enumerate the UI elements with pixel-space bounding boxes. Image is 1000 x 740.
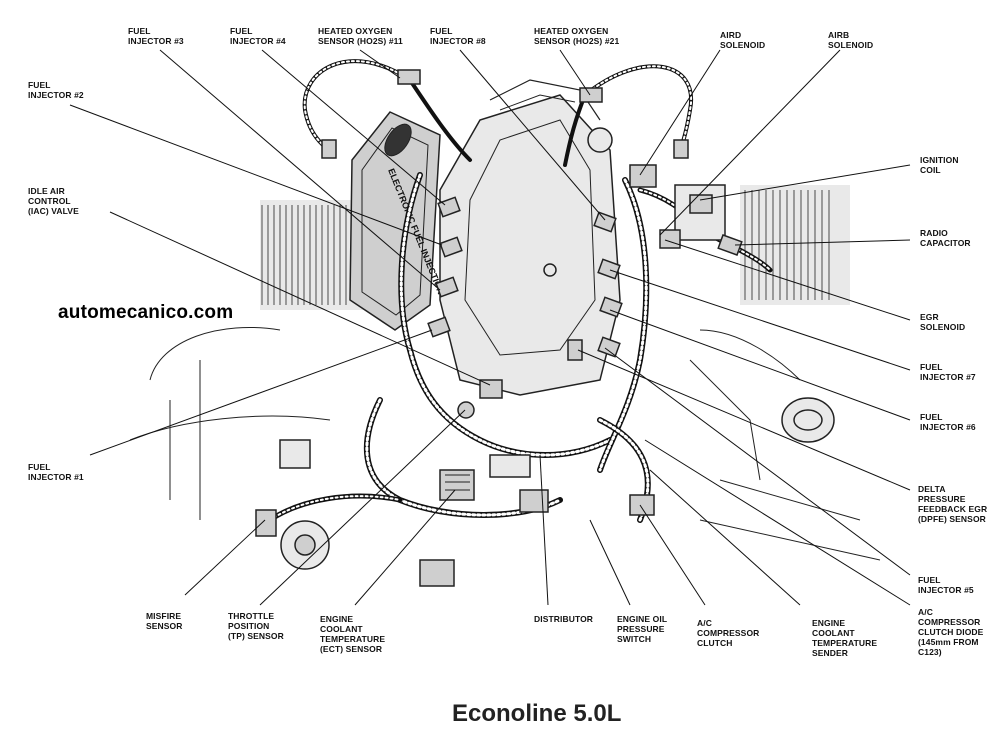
leader-ignition-coil bbox=[699, 164, 911, 201]
leader-distributor bbox=[539, 454, 549, 606]
leader-ho2s-21 bbox=[559, 49, 591, 96]
leader-oil-pressure-switch bbox=[589, 519, 631, 606]
label-ect-sender: ENGINE COOLANT TEMPERATURE SENDER bbox=[812, 618, 878, 658]
label-fuel-injector-7: FUEL INJECTOR #7 bbox=[920, 362, 976, 382]
lower-components bbox=[255, 339, 655, 587]
leader-ac-clutch bbox=[639, 504, 706, 606]
leader-misfire-sensor bbox=[184, 519, 266, 596]
leader-fuel-injector-8 bbox=[459, 49, 606, 221]
label-airb-solenoid: AIRB SOLENOID bbox=[828, 30, 874, 50]
leader-fuel-injector-4 bbox=[261, 49, 446, 206]
diagram-caption: Econoline 5.0L bbox=[452, 700, 622, 727]
label-tp-sensor: THROTTLE POSITION (TP) SENSOR bbox=[228, 611, 284, 641]
leader-fuel-injector-1 bbox=[89, 329, 433, 456]
label-distributor: DISTRIBUTOR bbox=[534, 614, 594, 624]
label-misfire-sensor: MISFIRE SENSOR bbox=[146, 611, 183, 631]
label-iac-valve: IDLE AIR CONTROL (IAC) VALVE bbox=[28, 186, 79, 216]
leader-fuel-injector-3 bbox=[159, 49, 441, 291]
leader-lines bbox=[69, 49, 911, 606]
leader-fuel-injector-6 bbox=[609, 309, 911, 421]
o2-connectors bbox=[321, 69, 689, 159]
label-fuel-injector-8: FUEL INJECTOR #8 bbox=[430, 26, 486, 46]
label-dpfe-sensor: DELTA PRESSURE FEEDBACK EGR (DPFE) SENSO… bbox=[918, 484, 988, 524]
label-fuel-injector-2: FUEL INJECTOR #2 bbox=[28, 80, 84, 100]
wiring-harness bbox=[267, 59, 773, 523]
label-fuel-injector-3: FUEL INJECTOR #3 bbox=[128, 26, 184, 46]
intake-manifold bbox=[439, 79, 621, 396]
label-fuel-injector-6: FUEL INJECTOR #6 bbox=[920, 412, 976, 432]
label-ac-clutch-diode: A/C COMPRESSOR CLUTCH DIODE (145mm FROM … bbox=[918, 607, 984, 657]
label-oil-pressure-switch: ENGINE OIL PRESSURE SWITCH bbox=[617, 614, 668, 644]
label-fuel-injector-5: FUEL INJECTOR #5 bbox=[918, 575, 974, 595]
label-egr-solenoid: EGR SOLENOID bbox=[920, 312, 966, 332]
leader-ect-sensor bbox=[354, 489, 456, 606]
leader-dpfe-sensor bbox=[577, 349, 911, 491]
label-ect-sensor: ENGINE COOLANT TEMPERATURE (ECT) SENSOR bbox=[320, 614, 386, 654]
right-lower-area bbox=[129, 326, 881, 561]
leader-airb-solenoid bbox=[659, 49, 841, 236]
engine-illustration: ELECTRONIC FUEL INJECTION bbox=[129, 59, 881, 587]
label-ignition-coil: IGNITION COIL bbox=[920, 155, 959, 175]
label-fuel-injector-4: FUEL INJECTOR #4 bbox=[230, 26, 286, 46]
label-ho2s-11: HEATED OXYGEN SENSOR (HO2S) #11 bbox=[318, 26, 403, 46]
leader-fuel-injector-2 bbox=[69, 104, 443, 246]
leader-iac-valve bbox=[109, 211, 491, 386]
label-ho2s-21: HEATED OXYGEN SENSOR (HO2S) #21 bbox=[534, 26, 620, 46]
leader-ect-sender bbox=[649, 469, 801, 606]
label-aird-solenoid: AIRD SOLENOID bbox=[720, 30, 766, 50]
leader-egr-solenoid bbox=[664, 239, 911, 321]
label-fuel-injector-1: FUEL INJECTOR #1 bbox=[28, 462, 84, 482]
label-radio-capacitor: RADIO CAPACITOR bbox=[920, 228, 971, 248]
leader-aird-solenoid bbox=[639, 49, 721, 176]
leader-radio-capacitor bbox=[734, 239, 911, 246]
leader-ac-clutch-diode bbox=[644, 439, 911, 606]
label-ac-clutch: A/C COMPRESSOR CLUTCH bbox=[697, 618, 760, 648]
watermark-text: automecanico.com bbox=[58, 302, 234, 323]
leader-ho2s-11 bbox=[359, 49, 401, 79]
leader-fuel-injector-5 bbox=[604, 347, 911, 576]
cooling-fins-right bbox=[740, 185, 850, 305]
valve-cover: ELECTRONIC FUEL INJECTION bbox=[349, 111, 446, 331]
leader-fuel-injector-7 bbox=[609, 269, 911, 371]
leader-tp-sensor bbox=[259, 409, 466, 606]
